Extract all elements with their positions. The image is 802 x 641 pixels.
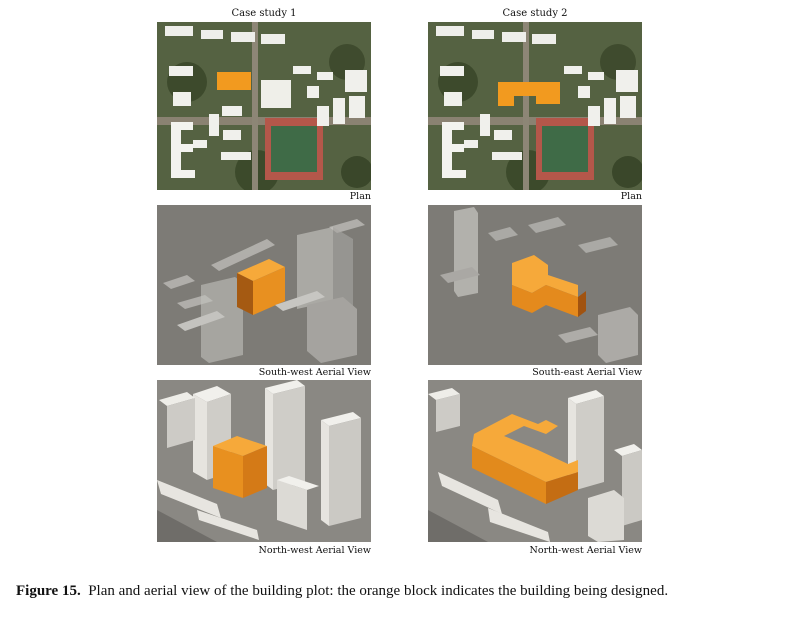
figure-label: Figure 15. <box>16 583 81 599</box>
panel-caption: Plan <box>349 191 371 202</box>
column-title-case-study-1: Case study 1 <box>231 8 297 19</box>
panel-caption: South-west Aerial View <box>258 367 371 378</box>
plan-image-case-2 <box>428 22 642 190</box>
panel-caption: North-west Aerial View <box>529 545 642 556</box>
figure-caption: Figure 15. Plan and aerial view of the b… <box>16 580 788 603</box>
plan-image-case-1 <box>157 22 371 190</box>
aerial-image-case-1-north-west <box>157 380 371 542</box>
panel-caption: North-west Aerial View <box>258 545 371 556</box>
aerial-image-case-2-north-west <box>428 380 642 542</box>
aerial-image-case-1-south-west <box>157 205 371 365</box>
figure-caption-text: Plan and aerial view of the building plo… <box>88 583 669 599</box>
panel-caption: Plan <box>620 191 642 202</box>
panel-caption: South-east Aerial View <box>532 367 642 378</box>
aerial-image-case-2-south-east <box>428 205 642 365</box>
column-title-case-study-2: Case study 2 <box>502 8 568 19</box>
